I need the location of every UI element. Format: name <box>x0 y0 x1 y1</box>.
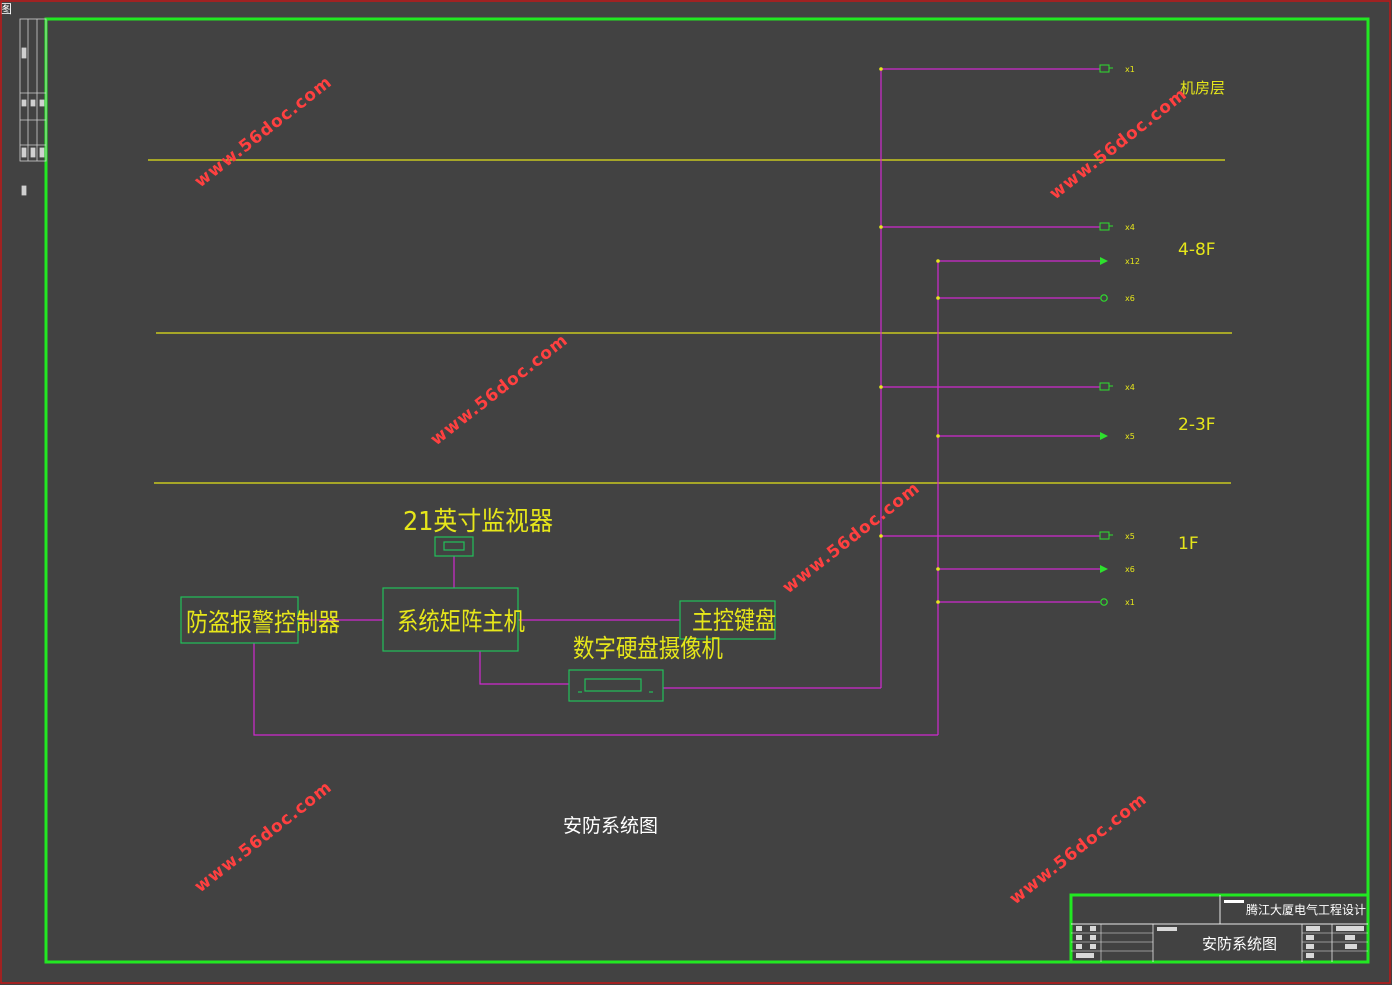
count-label: x4 <box>1125 223 1135 232</box>
alarm-button-icon <box>1100 598 1108 606</box>
watermark: www.56doc.com <box>191 777 336 897</box>
camera-icon <box>1099 222 1113 231</box>
dvr-label: 数字硬盘摄像机 <box>573 634 723 663</box>
diagram-title: 安防系统图 <box>563 815 658 837</box>
inner-border <box>44 17 1370 964</box>
dvr-slot <box>584 678 642 692</box>
matrix-host-label: 系统矩阵主机 <box>397 607 525 636</box>
title-block-small-marks <box>1076 926 1364 958</box>
wiring <box>253 68 1100 736</box>
dvr-box <box>568 669 664 702</box>
monitor-label: 21英寸监视器 <box>403 507 553 537</box>
matrix-host-box <box>382 587 519 652</box>
count-label: x5 <box>1125 432 1135 441</box>
detector-icon <box>1100 565 1108 573</box>
junction-dots <box>879 67 940 604</box>
count-label: x5 <box>1125 532 1135 541</box>
watermark: www.56doc.com <box>1006 789 1151 909</box>
count-label: x4 <box>1125 383 1135 392</box>
detector-icon <box>1100 432 1108 440</box>
corner-glyph: 图 <box>0 2 13 16</box>
camera-icon <box>1099 531 1113 540</box>
alarm-controller-box <box>180 596 299 644</box>
drawing-name: 安防系统图 <box>1202 935 1277 953</box>
watermark: www.56doc.com <box>427 330 572 450</box>
master-keyboard-label: 主控键盘 <box>692 606 776 635</box>
floor-label: 2-3F <box>1178 415 1216 435</box>
alarm-controller-label: 防盗报警控制器 <box>186 608 340 637</box>
count-label: x6 <box>1125 294 1135 303</box>
floor-label: 4-8F <box>1178 240 1216 260</box>
master-keyboard-box <box>679 600 776 640</box>
camera-icon <box>1099 382 1113 391</box>
watermark: www.56doc.com <box>1046 84 1191 204</box>
watermark: www.56doc.com <box>191 72 336 192</box>
camera-icon <box>1099 64 1113 73</box>
monitor-device <box>434 536 474 557</box>
project-name: 腾江大厦电气工程设计 <box>1246 902 1366 917</box>
count-label: x1 <box>1125 65 1135 74</box>
floor-label: 机房层 <box>1180 79 1225 97</box>
count-label: x1 <box>1125 598 1135 607</box>
floor-label: 1F <box>1178 534 1199 554</box>
title-block <box>1069 893 1370 964</box>
count-label: x12 <box>1125 257 1140 266</box>
monitor-screen <box>443 541 465 551</box>
alarm-button-icon <box>1100 294 1108 302</box>
count-label: x6 <box>1125 565 1135 574</box>
watermark: www.56doc.com <box>779 478 924 598</box>
detector-icon <box>1100 257 1108 265</box>
binding-strip <box>19 18 47 196</box>
